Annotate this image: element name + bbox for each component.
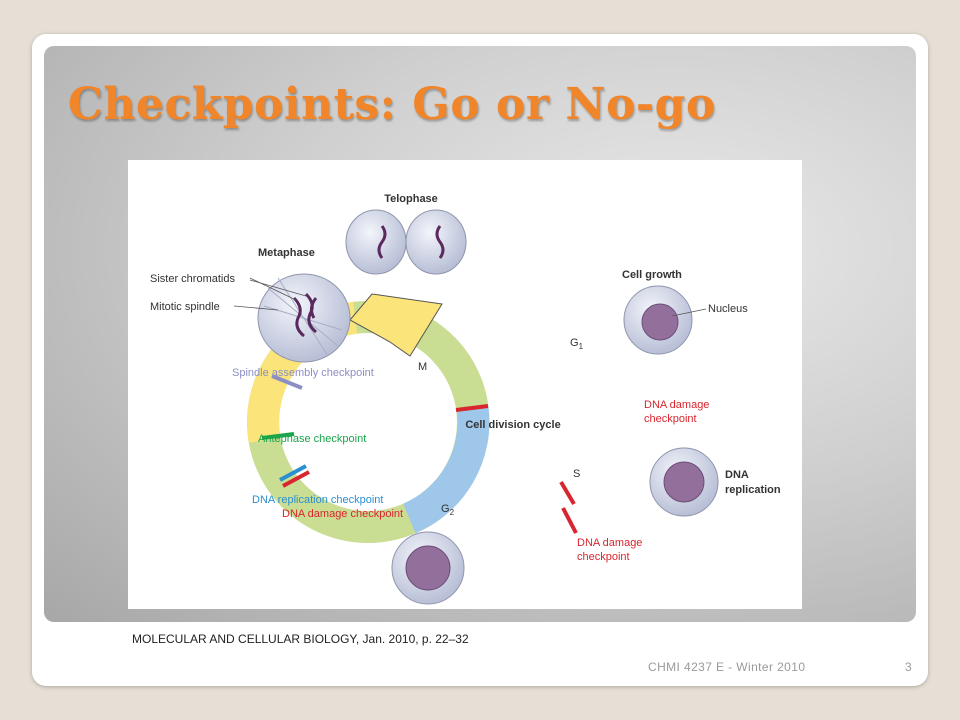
mitotic-spindle-label: Mitotic spindle [150, 301, 220, 313]
s-dna-damage-checkpoint-label-line2: checkpoint [577, 551, 630, 563]
telophase-chromosome [377, 225, 387, 259]
cycle-arrow-head [349, 293, 443, 357]
cell-growth-label: Cell growth [622, 269, 682, 281]
cycle-center-label: Cell division cycle [465, 419, 560, 431]
slide-title: Checkpoints: Go or No-go [68, 79, 716, 130]
nucleus [641, 303, 679, 341]
sister-chromatids-label: Sister chromatids [150, 273, 235, 285]
s-dna-damage-mark [561, 507, 578, 534]
telophase-cell [345, 209, 467, 275]
mitotic-spindle-pointer [233, 305, 279, 311]
g2-dna-replication-mark [279, 464, 307, 482]
sister-chromatids-pointer [249, 277, 297, 301]
g1-label: G1 [570, 337, 584, 351]
citation: MOLECULAR AND CELLULAR BIOLOGY, Jan. 201… [132, 632, 469, 646]
dna-replication-label-line1: DNA [725, 469, 749, 481]
metaphase-chromosome [292, 296, 305, 338]
metaphase-chromosome [304, 292, 317, 334]
g2-dna-damage-mark [282, 470, 310, 488]
page-number: 3 [905, 660, 912, 674]
nucleus-pointer [671, 308, 707, 317]
spindle-assembly-checkpoint-label: Spindle assembly checkpoint [232, 367, 374, 379]
telophase-label: Telophase [384, 193, 438, 205]
dna-replication-checkpoint-label: DNA replication checkpoint [252, 494, 383, 506]
g1-dna-damage-checkpoint-label-line2: checkpoint [644, 413, 697, 425]
metaphase-cell [257, 273, 351, 363]
checkpoint-marks [261, 374, 578, 534]
slide-footer: CHMI 4237 E - Winter 2010 [648, 660, 806, 674]
telophase-chromosome [435, 225, 445, 259]
cell-growth-cell [623, 285, 693, 355]
s-segment [402, 406, 490, 534]
g2-cell [391, 531, 465, 605]
g2-dna-damage-checkpoint-label: DNA damage checkpoint [282, 508, 403, 520]
dna-replication-cell [649, 447, 719, 517]
spindle-assembly-mark [271, 374, 303, 390]
metaphase-label: Metaphase [258, 247, 315, 259]
dna-replication-label-line2: replication [725, 484, 781, 496]
s-dna-damage-checkpoint-label-line1: DNA damage [577, 537, 642, 549]
m-label: M [418, 361, 427, 373]
g1-dna-damage-checkpoint-label-line1: DNA damage [644, 399, 709, 411]
s-label: S [573, 468, 580, 480]
nucleus-label: Nucleus [708, 303, 748, 315]
antephase-checkpoint-label: Antephase checkpoint [258, 433, 366, 445]
g1-dna-damage-mark [455, 404, 489, 412]
g2-label: G2 [441, 503, 455, 517]
cell-cycle-figure: M G1 S G2 Cell division cycle Telophase … [128, 160, 802, 609]
antephase-mark [261, 432, 295, 440]
